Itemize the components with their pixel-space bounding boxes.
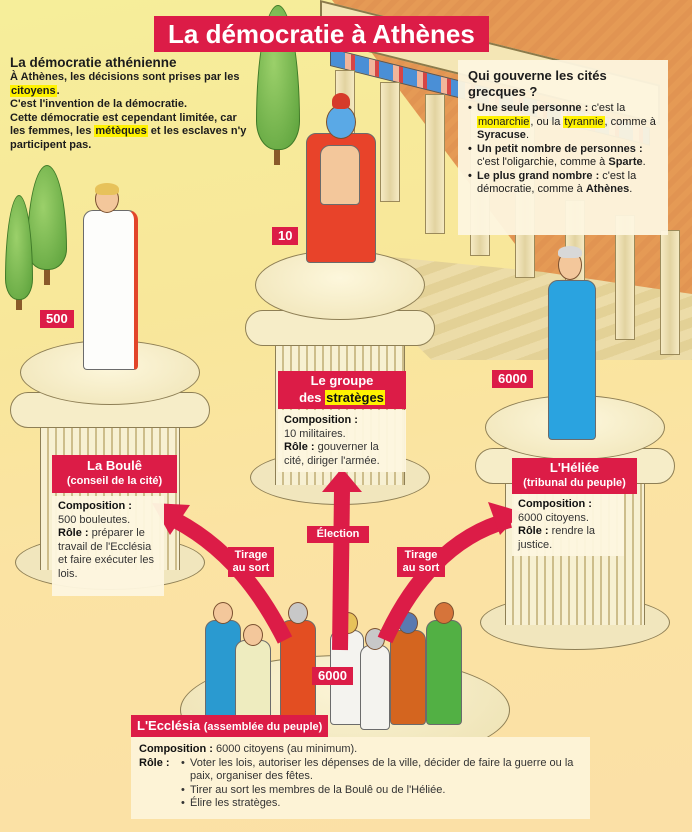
- ecclesia-role-list: Voter les lois, autoriser les dépenses d…: [181, 757, 582, 811]
- arrow-to-boule: [161, 507, 293, 644]
- helmet: [326, 105, 356, 139]
- hair: [558, 246, 582, 258]
- bouleute-figure: [78, 180, 158, 380]
- arrow-label-tirage-left: Tirage au sort: [228, 547, 274, 577]
- tree-trunk: [16, 295, 22, 310]
- ecclesia-name: L'Ecclésia: [137, 718, 201, 733]
- blue-toga: [548, 280, 596, 440]
- role-text: Rôle : préparer le travail de l'Ecclésia…: [58, 527, 154, 580]
- page-title: La démocratie à Athènes: [154, 16, 489, 52]
- boule-name: La Boulê: [87, 458, 142, 473]
- count-badge-strateges: 10: [272, 227, 299, 245]
- tree-trunk: [44, 265, 50, 285]
- count-badge-ecclesia: 6000: [312, 667, 353, 685]
- helmet-crest: [332, 93, 350, 109]
- arrow-label-election: Élection: [307, 526, 369, 543]
- heliee-subtitle: (tribunal du peuple): [523, 477, 626, 489]
- list-item: Élire les stratèges.: [181, 797, 582, 811]
- head: [243, 624, 263, 646]
- intro-line: Cette démocratie est cependant limitée, …: [10, 111, 247, 151]
- list-item: Le plus grand nombre : c'est la démocrat…: [468, 170, 658, 197]
- list-item: Tirer au sort les membres de la Boulê ou…: [181, 784, 582, 798]
- ecclesia-title-label: L'Ecclésia (assemblée du peuple): [131, 715, 329, 737]
- composition-value: 6000 citoyens.: [518, 511, 589, 524]
- ecclesia-composition: Composition : 6000 citoyens (au minimum)…: [139, 743, 358, 755]
- strateges-title-label: Le groupe des stratèges: [278, 371, 406, 409]
- heliee-name: L'Héliée: [549, 460, 600, 475]
- ecclesia-info-box: Composition : 6000 citoyens (au minimum)…: [131, 737, 590, 819]
- composition-label: Composition :: [58, 500, 132, 512]
- list-item: Un petit nombre de personnes : c'est l'o…: [468, 143, 658, 170]
- hair: [95, 183, 119, 195]
- composition-label: Composition :: [518, 498, 592, 510]
- governance-list: Une seule personne : c'est la monarchie,…: [468, 102, 658, 197]
- temple-column: [660, 230, 680, 355]
- question-heading: Qui gouverne les cités grecques ?: [468, 68, 607, 99]
- strateges-info-box: Composition : 10 militaires. Rôle : gouv…: [278, 410, 406, 472]
- composition-value: 10 militaires.: [284, 427, 346, 440]
- citizen-white: [360, 645, 390, 730]
- highlight-strateges: stratèges: [325, 390, 385, 405]
- highlight-meteques: métèques: [94, 125, 148, 137]
- list-item: Une seule personne : c'est la monarchie,…: [468, 102, 658, 143]
- boule-title-label: La Boulê (conseil de la cité): [52, 455, 177, 493]
- arrow-head-up-icon: [322, 468, 362, 492]
- armor: [320, 145, 360, 205]
- count-badge-heliee: 6000: [492, 370, 533, 388]
- ecclesia-role: Rôle : Voter les lois, autoriser les dép…: [139, 757, 582, 811]
- intro-line: À Athènes, les décisions sont prises par…: [10, 71, 240, 97]
- count-badge-boule: 500: [40, 310, 74, 328]
- role-label: Rôle :: [139, 756, 170, 769]
- role-text: Rôle : rendre la justice.: [518, 525, 596, 551]
- temple-column: [425, 94, 445, 234]
- citizen-green: [426, 620, 462, 725]
- head: [288, 602, 308, 624]
- strateges-name-line1: Le groupe: [310, 373, 374, 388]
- arrow-to-strateges: [332, 489, 350, 651]
- intro-heading: La démocratie athénienne: [10, 55, 177, 70]
- list-item: Voter les lois, autoriser les dépenses d…: [181, 757, 582, 784]
- boule-subtitle: (conseil de la cité): [66, 475, 163, 487]
- arrow-to-heliee: [377, 512, 513, 644]
- strateges-name-line2: des stratèges: [299, 390, 385, 405]
- head: [434, 602, 454, 624]
- composition-label: Composition :: [284, 414, 358, 426]
- ecclesia-subtitle: (assemblée du peuple): [203, 721, 323, 733]
- temple-column: [380, 82, 400, 202]
- heliee-info-box: Composition : 6000 citoyens. Rôle : rend…: [512, 494, 624, 556]
- governance-question-box: Qui gouverne les cités grecques ? Une se…: [458, 60, 668, 235]
- head: [213, 602, 233, 624]
- heliee-title-label: L'Héliée (tribunal du peuple): [512, 458, 637, 494]
- highlight-citoyens: citoyens: [10, 84, 57, 97]
- role-text: Rôle : gouverner la cité, diriger l'armé…: [284, 441, 380, 467]
- boule-info-box: Composition : 500 bouleutes. Rôle : prép…: [52, 496, 164, 596]
- intro-line: C'est l'invention de la démocratie.: [10, 98, 187, 110]
- heliaste-figure: [540, 240, 610, 450]
- intro-section: La démocratie athénienne À Athènes, les …: [10, 55, 255, 152]
- arrow-label-tirage-right: Tirage au sort: [397, 547, 445, 577]
- tree-trunk: [274, 145, 280, 165]
- white-toga: [83, 210, 138, 370]
- composition-value: 500 bouleutes.: [58, 513, 131, 526]
- stratege-figure: [298, 85, 388, 305]
